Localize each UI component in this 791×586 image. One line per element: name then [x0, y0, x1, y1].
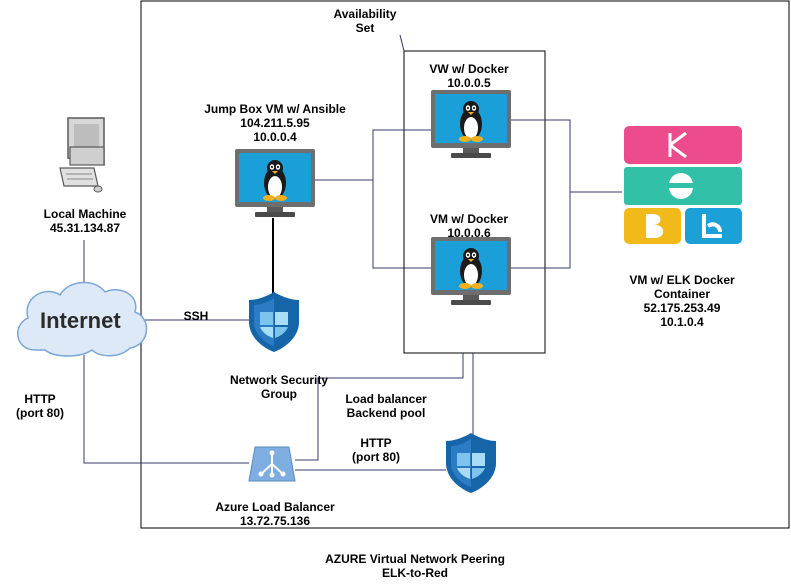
- connector-avset-lb: [295, 353, 464, 461]
- elk-logo-icon: [624, 126, 742, 244]
- connector-web2-elk: [510, 192, 571, 269]
- web2-vm-icon: [431, 237, 511, 305]
- http-left-label: HTTP(port 80): [16, 392, 64, 420]
- connector-web1-elk: [510, 119, 622, 193]
- connectors: [83, 34, 622, 471]
- cloud-icon: [17, 281, 148, 357]
- jumpbox-vm-icon: [235, 149, 315, 217]
- nsg-shield-icon: [249, 292, 299, 352]
- connector-jumpbox-web: [313, 129, 432, 181]
- elk-vm-label: VM w/ ELK Docker Container 52.175.253.49…: [629, 273, 735, 329]
- ssh-label: SSH: [183, 309, 209, 323]
- availability-set-box: [403, 50, 546, 354]
- load-balancer-icon: [248, 446, 296, 482]
- web1-vm-icon: [431, 90, 511, 158]
- computer-icon: [59, 117, 105, 193]
- jumpbox-label: Jump Box VM w/ Ansible 104.211.5.95 10.0…: [204, 102, 346, 144]
- http-mid-label: HTTP(port 80): [352, 436, 400, 464]
- lb-nsg-shield-icon: [446, 433, 496, 493]
- internet-label: Internet: [40, 308, 121, 333]
- connector-internet-lb: [83, 355, 249, 464]
- vnet-boundary: [140, 0, 790, 529]
- connector-avset-label: [399, 34, 405, 52]
- connector-jumpbox-web2: [372, 180, 432, 269]
